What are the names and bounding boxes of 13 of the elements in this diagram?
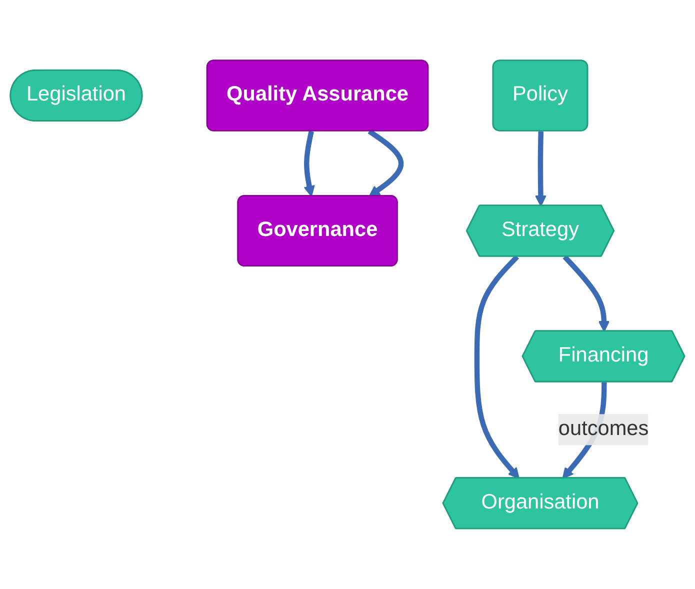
arrow [535, 131, 546, 207]
process-box: Legislation [10, 70, 143, 122]
hexagon-box: Organisation [442, 477, 638, 530]
arrow [304, 130, 315, 197]
process-box: Policy [492, 60, 588, 132]
edge-label: outcomes [558, 414, 649, 446]
arrow [562, 255, 610, 332]
band-box: Governance [237, 195, 398, 267]
hexagon-box: Financing [522, 330, 686, 382]
hexagon-box: Strategy [466, 204, 615, 257]
arrow [368, 129, 404, 197]
band-box: Quality Assurance [206, 60, 429, 132]
arrow [474, 254, 520, 479]
